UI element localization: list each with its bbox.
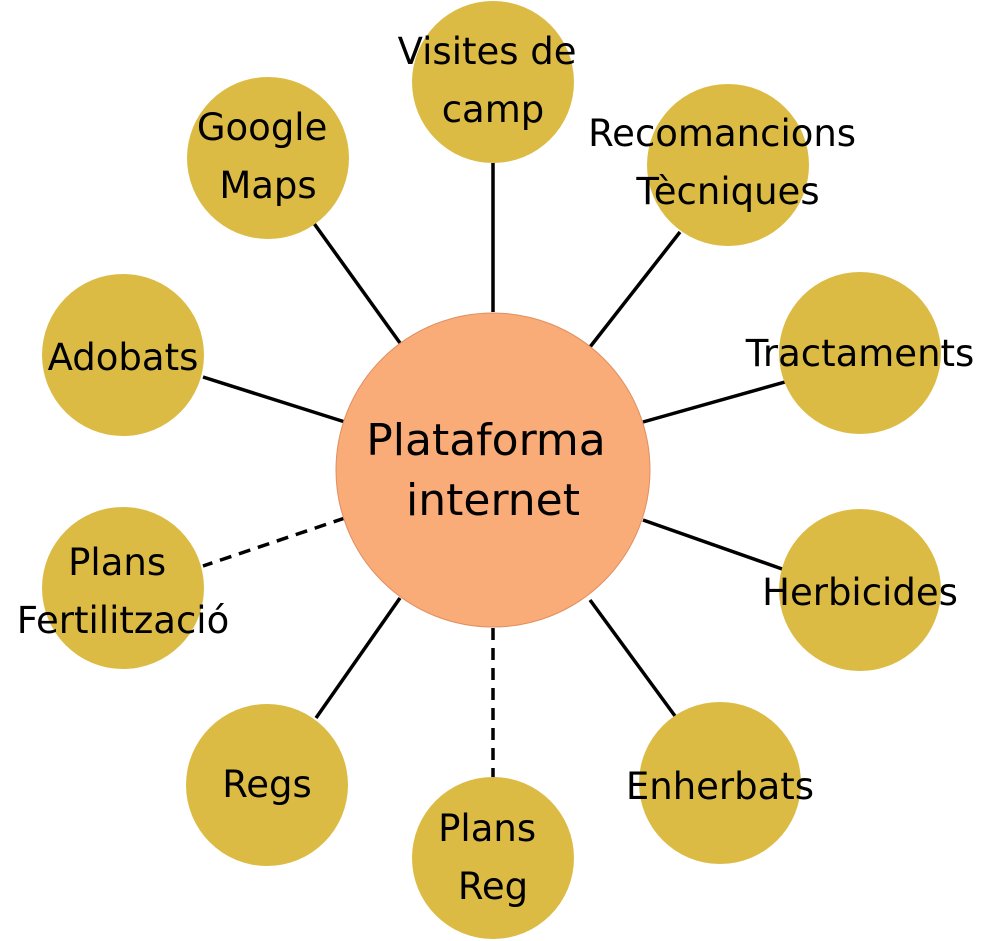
node-enherbats (639, 702, 801, 864)
node-visites-de-camp (412, 1, 574, 163)
label-line: Plans (68, 541, 166, 584)
connectors (202, 163, 786, 778)
center-label-line-1: Plataforma (366, 415, 606, 466)
label-line: Plans (438, 807, 536, 850)
node-tractaments (779, 272, 941, 434)
link-google-maps (311, 220, 402, 345)
label-line: Tractaments (745, 332, 975, 375)
link-tractaments (642, 380, 786, 424)
center-label-line-2: internet (406, 475, 580, 526)
link-herbicides (642, 518, 786, 572)
node-circles (42, 1, 941, 939)
label-line: Google (197, 106, 327, 149)
label-line: Visites de (398, 30, 577, 73)
label-enherbats: Enherbats (626, 765, 814, 808)
node-google-maps (187, 77, 349, 239)
node-plans-fertilitzacio (42, 507, 204, 669)
label-tractaments: Tractaments (745, 332, 975, 375)
label-line: Maps (219, 164, 316, 207)
label-regs: Regs (222, 763, 312, 806)
label-line: Herbicides (762, 571, 958, 614)
label-google-maps: Google Maps (197, 106, 339, 207)
label-visites-de-camp: Visites de camp (398, 30, 589, 131)
node-recomancions-tecniques (647, 84, 809, 246)
label-line: Regs (222, 763, 312, 806)
label-recomancions-tecniques: Recomancions Tècniques (588, 112, 868, 213)
node-plans-reg (412, 777, 574, 939)
label-line: Reg (458, 865, 528, 908)
node-labels: Visites de camp Recomancions Tècniques T… (17, 30, 975, 908)
center-node (335, 312, 651, 628)
label-plans-reg: Plans Reg (438, 807, 548, 908)
label-line: Recomancions (588, 112, 856, 155)
node-herbicides (779, 509, 941, 671)
label-line: Tècniques (635, 170, 819, 213)
label-line: Fertilització (17, 599, 229, 642)
label-plans-fertilitzacio: Plans Fertilització (17, 541, 229, 642)
link-recomancions-tecniques (588, 230, 682, 349)
link-adobats (202, 375, 346, 424)
node-adobats (42, 274, 204, 436)
label-line: Enherbats (626, 765, 814, 808)
label-herbicides: Herbicides (762, 571, 958, 614)
label-line: camp (442, 88, 545, 131)
center-label: Plataforma internet (366, 415, 620, 526)
link-enherbats (588, 598, 677, 718)
label-line: Adobats (48, 336, 199, 379)
link-plans-fertilitzacio (202, 516, 346, 568)
node-regs (186, 704, 348, 866)
link-regs (314, 596, 402, 720)
label-adobats: Adobats (48, 336, 199, 379)
